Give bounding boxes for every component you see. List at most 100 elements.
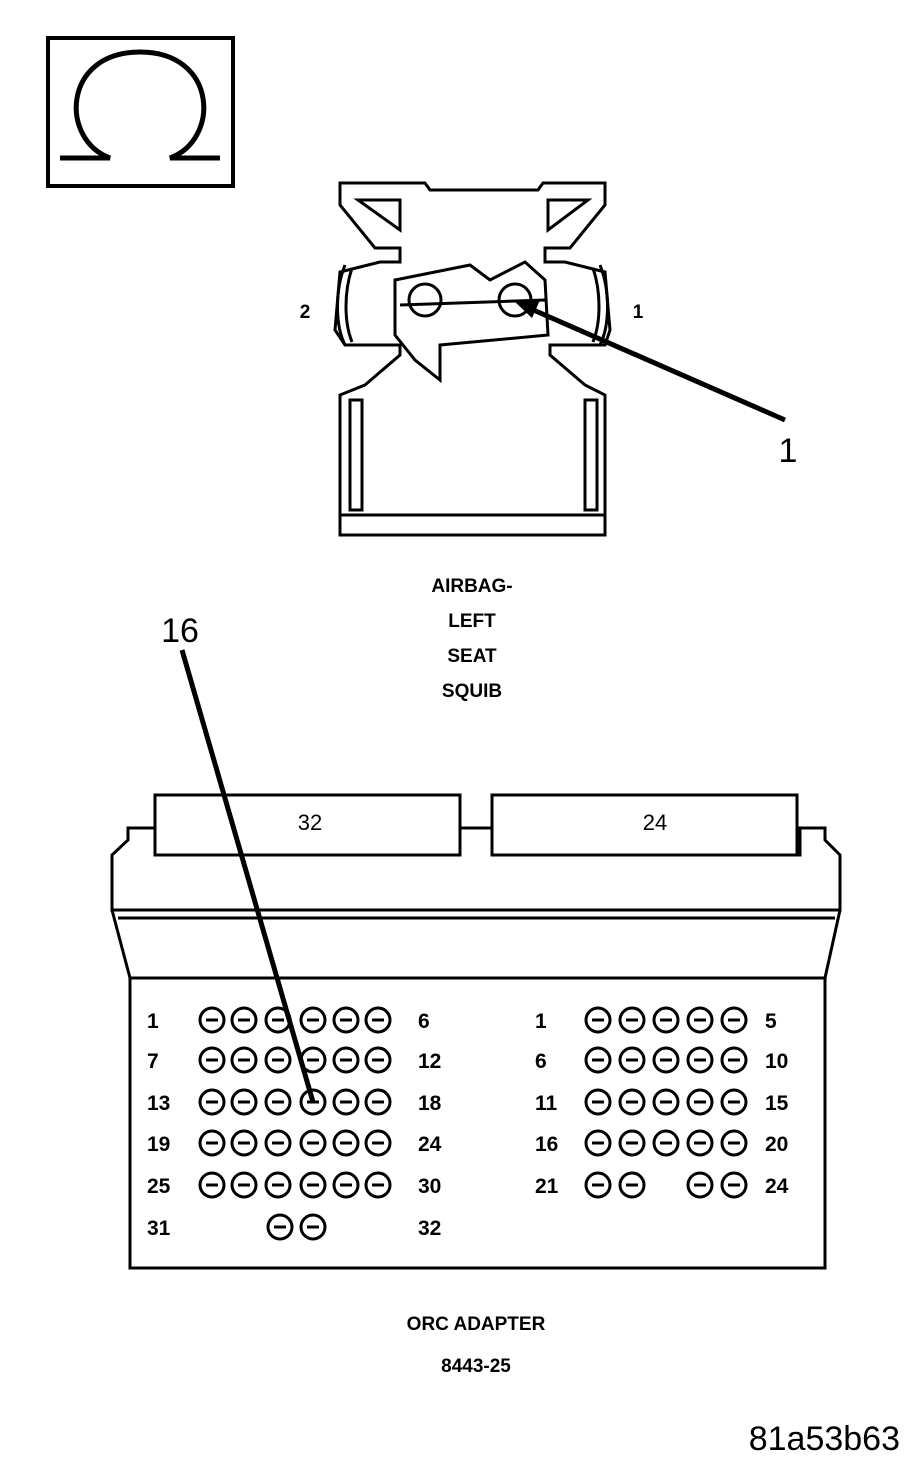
orc-right-pin <box>720 1171 748 1199</box>
orc-left-row-start-label: 19 <box>147 1133 170 1156</box>
squib-right-rib <box>583 398 599 512</box>
airbag-title-line-4: SQUIB <box>442 681 502 702</box>
orc-left-pin <box>364 1006 392 1034</box>
orc-right-pin <box>720 1046 748 1074</box>
orc-right-pin <box>686 1129 714 1157</box>
orc-left-pin <box>364 1171 392 1199</box>
squib-terminal-1 <box>497 282 533 318</box>
orc-right-pin <box>652 1088 680 1116</box>
orc-left-pin <box>299 1213 327 1241</box>
orc-left-pin <box>230 1088 258 1116</box>
orc-left-row-start-label: 25 <box>147 1175 171 1198</box>
orc-right-row-start-label: 11 <box>535 1092 558 1115</box>
orc-top-shell <box>110 826 842 912</box>
orc-right-pin <box>618 1171 646 1199</box>
orc-right-pin <box>686 1088 714 1116</box>
orc-right-row-start-label: 1 <box>535 1010 547 1033</box>
orc-left-pin <box>364 1129 392 1157</box>
orc-left-row-end-label: 24 <box>418 1133 442 1156</box>
orc-left-pin <box>332 1171 360 1199</box>
orc-right-pin <box>618 1046 646 1074</box>
squib-divider <box>399 298 546 307</box>
orc-left-row-start-label: 1 <box>147 1010 159 1033</box>
orc-right-pin <box>720 1129 748 1157</box>
orc-left-pin <box>198 1088 226 1116</box>
orc-left-pin <box>264 1129 292 1157</box>
orc-left-row-end-label: 30 <box>418 1175 441 1198</box>
orc-left-pin <box>266 1213 294 1241</box>
callout-16-label: 16 <box>161 612 199 650</box>
ohmmeter-symbol <box>46 36 235 188</box>
orc-left-pin <box>264 1088 292 1116</box>
orc-right-row-start-label: 16 <box>535 1133 558 1156</box>
callout-1-label: 1 <box>779 432 798 470</box>
orc-right-pin <box>686 1046 714 1074</box>
squib-pin-1-label: 1 <box>633 302 644 323</box>
callout-16-leader <box>179 649 316 1103</box>
orc-title-line-1: ORC ADAPTER <box>407 1314 546 1335</box>
orc-right-pin <box>686 1006 714 1034</box>
orc-right-row-start-label: 6 <box>535 1050 547 1073</box>
orc-left-row-start-label: 13 <box>147 1092 170 1115</box>
ohm-box <box>46 36 235 188</box>
orc-left-pin <box>299 1006 327 1034</box>
orc-right-row-end-label: 10 <box>765 1050 788 1073</box>
orc-right-pin <box>618 1129 646 1157</box>
orc-left-row-end-label: 18 <box>418 1092 442 1115</box>
orc-right-row-end-label: 20 <box>765 1133 788 1156</box>
orc-right-pin <box>584 1088 612 1116</box>
orc-left-pin <box>198 1046 226 1074</box>
orc-left-pin <box>230 1006 258 1034</box>
orc-left-pin <box>332 1129 360 1157</box>
squib-left-rib <box>348 398 364 512</box>
airbag-title-line-3: SEAT <box>447 646 497 667</box>
callout-1-leader <box>520 302 787 423</box>
orc-left-pin <box>198 1129 226 1157</box>
orc-left-tab-label: 32 <box>298 810 322 835</box>
orc-left-pin <box>264 1046 292 1074</box>
left-clip-arc <box>336 264 347 346</box>
orc-left-pin <box>299 1129 327 1157</box>
orc-left-row-end-label: 6 <box>418 1010 430 1033</box>
right-clip-arc-inner <box>591 267 601 343</box>
orc-left-pin <box>198 1006 226 1034</box>
orc-right-row-end-label: 15 <box>765 1092 789 1115</box>
squib-terminal-2 <box>407 282 443 318</box>
airbag-title-line-2: LEFT <box>448 611 496 632</box>
orc-title-line-2: 8443-25 <box>441 1356 511 1377</box>
orc-left-pin <box>332 1088 360 1116</box>
orc-right-row-end-label: 5 <box>765 1010 777 1033</box>
airbag-title-line-1: AIRBAG- <box>431 576 512 597</box>
orc-pin-face <box>128 976 827 1270</box>
orc-left-pin <box>364 1088 392 1116</box>
orc-left-pin <box>364 1046 392 1074</box>
orc-left-pin <box>332 1046 360 1074</box>
orc-left-row-start-label: 7 <box>147 1050 159 1073</box>
orc-adapter <box>110 793 842 1270</box>
orc-right-pin <box>618 1006 646 1034</box>
orc-left-pin <box>230 1046 258 1074</box>
orc-right-pin <box>720 1006 748 1034</box>
orc-left-row-end-label: 12 <box>418 1050 441 1073</box>
squib-face <box>393 260 550 384</box>
figure-id: 81a53b63 <box>749 1420 900 1458</box>
orc-right-pin <box>652 1006 680 1034</box>
left-clip-arc-inner <box>344 267 354 343</box>
orc-right-pin <box>686 1171 714 1199</box>
orc-right-pin <box>652 1129 680 1157</box>
left-latch-notch <box>353 198 402 233</box>
squib-connector-body <box>333 181 612 537</box>
callout-1-arrowhead <box>515 300 540 318</box>
ohm-icon <box>60 49 220 161</box>
orc-right-pin <box>652 1046 680 1074</box>
orc-left-row-start-label: 31 <box>147 1217 171 1240</box>
squib-pin-2-label: 2 <box>300 302 311 323</box>
orc-left-pin <box>332 1006 360 1034</box>
right-latch-notch <box>546 198 593 233</box>
orc-left-pin <box>264 1171 292 1199</box>
orc-left-pin <box>230 1171 258 1199</box>
orc-taper <box>110 909 842 980</box>
